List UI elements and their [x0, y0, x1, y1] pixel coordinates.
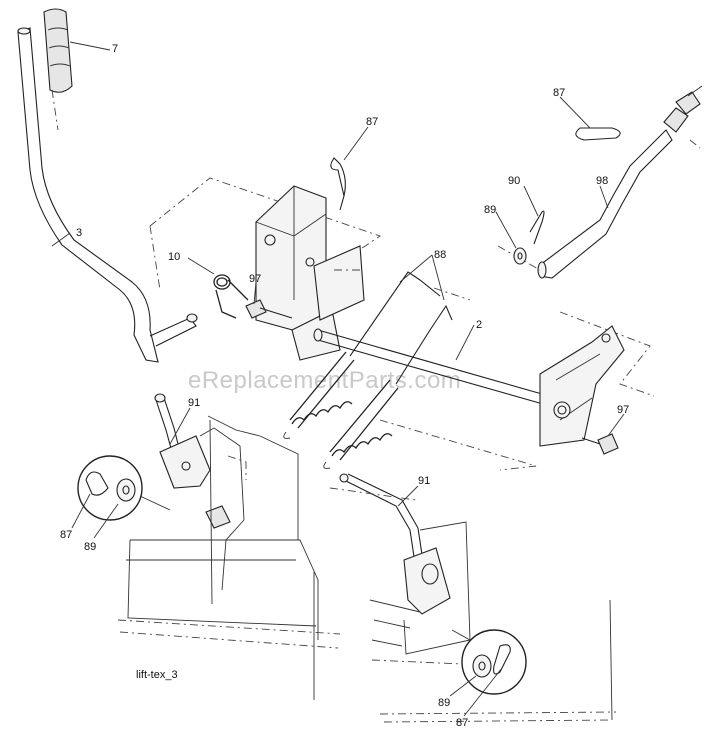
callout-87-top: 87 — [553, 87, 565, 99]
lift-handle-grip — [43, 8, 73, 93]
lift-shaft-2 — [313, 328, 557, 407]
callout-87-right: 87 — [456, 717, 468, 729]
callout-91-right: 91 — [418, 475, 430, 487]
detail-circle-left — [77, 455, 171, 521]
callout-2: 2 — [476, 319, 482, 331]
callout-leaders — [51, 41, 625, 717]
hex-bolt-97-left — [245, 299, 293, 319]
deck-outline-left — [126, 539, 319, 640]
adjustment-link-rod-98 — [537, 85, 703, 279]
lift-link-91-left — [154, 393, 181, 453]
extension-spring-88-left — [289, 271, 441, 429]
callout-89-right: 89 — [438, 697, 450, 709]
left-deck-hanger — [159, 435, 231, 529]
deck-outline-right — [369, 599, 421, 647]
hex-bolt-97-right — [581, 433, 619, 455]
hairpin-clip-87-mid — [330, 157, 346, 211]
callout-3: 3 — [76, 227, 82, 239]
callout-97-left: 97 — [249, 273, 261, 285]
figure-id-label: lift-tex_3 — [136, 669, 178, 681]
callout-7: 7 — [112, 43, 118, 55]
callout-10: 10 — [168, 251, 180, 263]
callout-97-right: 97 — [617, 404, 629, 416]
callout-87-left: 87 — [60, 529, 72, 541]
hairpin-clip-87-top — [575, 127, 621, 141]
lift-link-91-right — [339, 473, 425, 571]
right-deck-hanger — [403, 547, 451, 615]
cotter-pin-90 — [529, 210, 545, 245]
callout-90: 90 — [508, 175, 520, 187]
lift-arm-assembly — [539, 325, 625, 447]
lift-lever-rod — [17, 27, 198, 363]
callout-89-top: 89 — [484, 204, 496, 216]
callout-98: 98 — [596, 175, 608, 187]
shaft-phantom-line — [559, 311, 655, 397]
callout-89-left: 89 — [84, 541, 96, 553]
callout-91-left: 91 — [188, 397, 200, 409]
callout-88: 88 — [434, 249, 446, 261]
callout-87-mid: 87 — [366, 116, 378, 128]
washer-89-top — [513, 247, 527, 265]
handle-centerline — [51, 89, 59, 131]
torsion-spring-10 — [213, 274, 249, 319]
mount-bracket — [255, 185, 365, 361]
detail-circle-right — [451, 629, 527, 695]
watermark-text: eReplacementParts.com — [188, 367, 461, 394]
